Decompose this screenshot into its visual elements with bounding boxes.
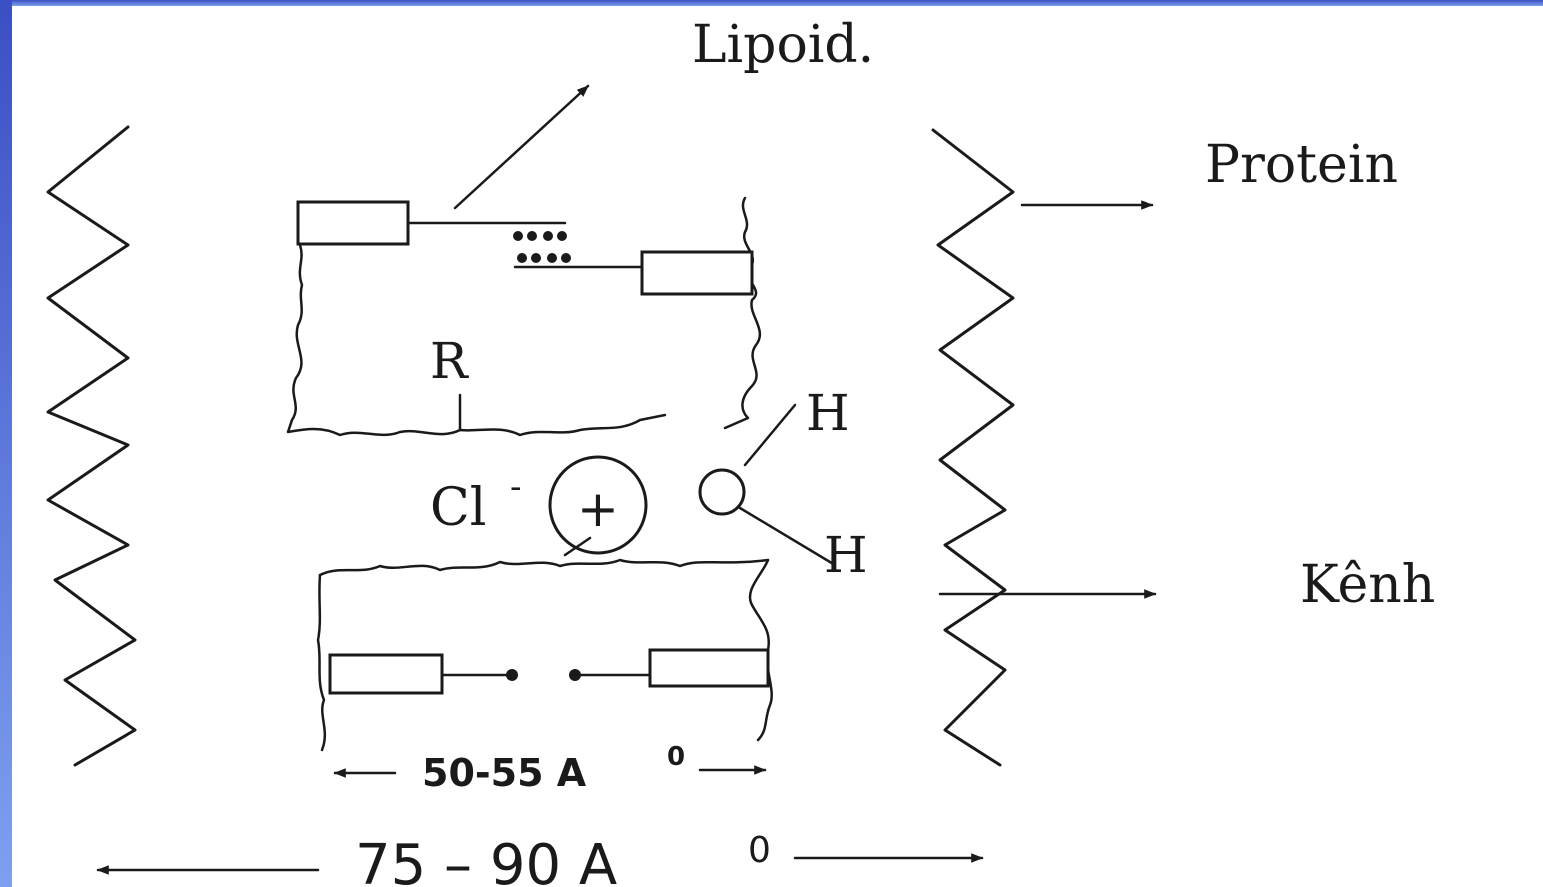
lower-lipid-head-right [648, 648, 770, 688]
lower-lipid-left-edge [316, 573, 327, 752]
outer-width-label: 75 – 90 A [355, 833, 617, 887]
lower-lipid-head-left [328, 653, 444, 695]
ion-pair-dot [557, 231, 567, 241]
r-group-label: R [430, 332, 469, 390]
chloride-label: Cl [430, 478, 486, 538]
upper-lipid-head-left [296, 200, 410, 246]
hydrogen-top-label: H [806, 384, 850, 442]
upper-lipid-outline [286, 243, 667, 437]
ion-pair-dot [547, 253, 557, 263]
ion-pair-dot [527, 231, 537, 241]
charge-bond [563, 536, 592, 557]
hydrogen-bottom-label: H [824, 526, 868, 584]
upper-lipid-head-right [640, 250, 754, 296]
ion-pair-dot [561, 253, 571, 263]
water-bond-top [743, 403, 797, 467]
plus-sign: + [577, 480, 619, 538]
ion-pair-dot [531, 253, 541, 263]
positive-charge-circle [548, 455, 648, 555]
water-bond-bottom [738, 506, 837, 567]
chloride-charge: - [510, 467, 522, 507]
protein-zigzag-right [931, 128, 1015, 767]
upper-lipid-right-edge [723, 196, 762, 430]
lower-lipid-outline [318, 558, 770, 577]
channel-label: Kênh [1300, 555, 1435, 615]
ion-pair-dot [517, 253, 527, 263]
inner-width-superscript: 0 [667, 742, 685, 772]
ion-pair-dot [543, 231, 553, 241]
outer-width-superscript: 0 [748, 830, 771, 871]
protein-label: Protein [1205, 135, 1398, 195]
frame-left-border [0, 0, 12, 887]
protein-zigzag-left [46, 125, 137, 767]
frame-top-border [0, 0, 1543, 6]
lipoid-pointer-arrow [453, 84, 590, 210]
lipoid-label: Lipoid. [692, 15, 874, 75]
ion-pair-dot [513, 231, 523, 241]
inner-width-label: 50-55 A [422, 751, 587, 795]
ion-dot-left [506, 669, 518, 681]
water-oxygen-circle [698, 468, 746, 516]
